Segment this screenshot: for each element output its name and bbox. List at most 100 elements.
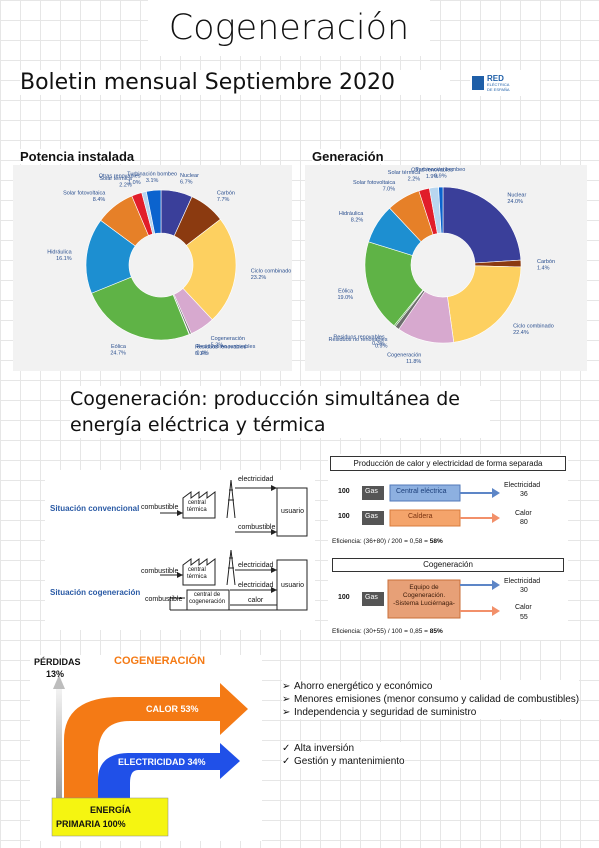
- cogen-title-box: Cogeneración: [332, 558, 564, 572]
- advantage-item: ➢Menores emisiones (menor consumo y cali…: [282, 694, 580, 705]
- conv-combustible-user-label: combustible: [238, 524, 276, 531]
- slice-nuclear: [442, 186, 522, 264]
- conv-combustible-in-label: combustible: [141, 504, 179, 511]
- disadvantage-item: ✓Alta inversión: [282, 743, 355, 754]
- section-title-line1: Cogeneración: producción simultánea de: [70, 388, 460, 410]
- diagram-lines: [160, 479, 308, 611]
- arrow-bullet-icon: ➢: [282, 681, 291, 692]
- cogen-electricidad-value: 30: [520, 587, 528, 594]
- advantages-list: ➢Ahorro energético y económico ➢Menores …: [282, 680, 580, 719]
- cogen-electricidad-low-label: electricidad: [238, 582, 274, 589]
- section-title: Cogeneración: producción simultánea de e…: [70, 386, 490, 438]
- cogen-input: 100: [338, 594, 350, 601]
- sep-electricidad-value: 36: [520, 491, 528, 498]
- sep-gas-2: Gas: [365, 513, 378, 520]
- check-bullet-icon: ✓: [282, 743, 291, 754]
- arrow-bullet-icon: ➢: [282, 707, 291, 718]
- cogen-gas: Gas: [365, 594, 378, 601]
- sep-efficiency: Eficiencia: (36+80) / 200 = 0,58 = 58%: [332, 538, 443, 545]
- logo-line3: DE ESPAÑA: [487, 87, 510, 92]
- calor-flow-label: CALOR 53%: [146, 704, 199, 714]
- efficiency-arrows: [362, 484, 500, 619]
- efficiency-diagram: Producción de calor y electricidad de fo…: [328, 454, 568, 640]
- equipo-cogeneracion-label: Equipo de Cogeneración. -Sistema Luciérn…: [393, 584, 455, 607]
- cogen-combustible-in-label: combustible: [141, 568, 179, 575]
- conv-central-termica-label: central térmica: [187, 500, 207, 513]
- sep-calor-value: 80: [520, 519, 528, 526]
- energia-label: ENERGÍA: [90, 805, 132, 815]
- advantage-item: ➢Independencia y seguridad de suministro: [282, 707, 477, 718]
- caldera-label: Caldera: [408, 513, 433, 520]
- slice-ciclo-combinado: [447, 265, 522, 343]
- conventional-vs-cogen-diagram: Situación convencional Situación cogener…: [45, 470, 315, 630]
- cogen-calor-value: 55: [520, 614, 528, 621]
- bulletin-subtitle: Boletin mensual Septiembre 2020: [20, 70, 450, 95]
- cogen-efficiency: Eficiencia: (30+55) / 100 = 0,85 = 85%: [332, 628, 443, 635]
- logo-mark-icon: [472, 76, 484, 90]
- sep-calor-label: Calor: [515, 510, 532, 517]
- cogen-central-termica-label: central térmica: [187, 567, 207, 580]
- arrow-bullet-icon: ➢: [282, 694, 291, 705]
- sankey-shapes: [51, 675, 248, 837]
- sep-input-2: 100: [338, 513, 350, 520]
- cogen-calor-label: calor: [248, 597, 264, 604]
- disadvantage-item: ✓Gestión y mantenimiento: [282, 756, 405, 767]
- cogen-combustible-low-label: combustible: [145, 596, 183, 603]
- check-bullet-icon: ✓: [282, 756, 291, 767]
- conv-electricidad-label: electricidad: [238, 476, 274, 483]
- cogen-central-cogeneracion-label: central de cogeneración: [189, 592, 226, 605]
- generacion-heading: Generación: [312, 149, 384, 164]
- central-electrica-label: Central eléctrica: [396, 488, 447, 495]
- perdidas-value: 13%: [46, 669, 65, 679]
- cogeneration-sankey: PÉRDIDAS 13% COGENERACIÓN CALOR 53% ELEC…: [30, 655, 262, 841]
- sankey-title: COGENERACIÓN: [114, 655, 206, 667]
- slice-eolica: [91, 276, 190, 341]
- separada-title-box: Producción de calor y electricidad de fo…: [330, 456, 566, 471]
- perdidas-label: PÉRDIDAS: [34, 657, 81, 667]
- logo-line2: ELÉCTRICA: [487, 82, 510, 87]
- cogen-calor-label-right: Calor: [515, 604, 532, 611]
- cogen-electricidad-top-label: electricidad: [238, 562, 274, 569]
- conv-usuario-label: usuario: [281, 508, 304, 515]
- cogen-electricidad-label: Electricidad: [504, 578, 541, 585]
- advantage-item: ➢Ahorro energético y económico: [282, 681, 433, 692]
- slice-ciclo-combinado: [182, 218, 237, 321]
- sep-electricidad-label: Electricidad: [504, 482, 541, 489]
- ree-logo: RED ELÉCTRICA DE ESPAÑA: [470, 70, 540, 96]
- sep-gas-1: Gas: [365, 488, 378, 495]
- sep-input-1: 100: [338, 488, 350, 495]
- potencia-heading: Potencia instalada: [20, 149, 135, 164]
- logo-line1: RED: [487, 74, 504, 83]
- cogeneracion-situacion-label: Situación cogeneración: [50, 588, 141, 597]
- slice-turbinacion-bombeo: [438, 186, 444, 234]
- electricidad-flow-label: ELECTRICIDAD 34%: [118, 757, 206, 767]
- primaria-label: PRIMARIA 100%: [56, 819, 126, 829]
- page-title: Cogeneración: [148, 0, 430, 56]
- disadvantages-list: ✓Alta inversión ✓Gestión y mantenimiento: [282, 742, 405, 768]
